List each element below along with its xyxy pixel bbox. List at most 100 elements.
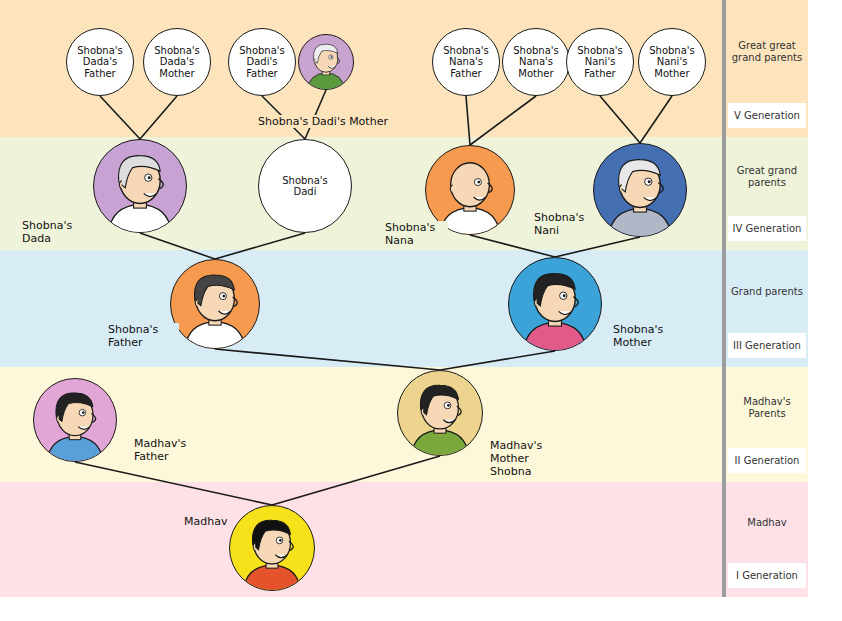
ear	[253, 543, 255, 551]
name-circle: Shobna's Dadi	[258, 139, 352, 233]
portrait-drawing	[398, 371, 482, 455]
family-line	[305, 90, 326, 139]
family-line	[140, 233, 215, 259]
generation-heading: Madhav's Parents	[728, 396, 806, 420]
person-name: Shobna's Dada's Mother	[148, 45, 206, 80]
connector-group	[75, 90, 672, 505]
eye	[145, 174, 152, 181]
pupil	[477, 181, 480, 184]
person-label: Shobna's Dada	[22, 219, 72, 245]
person-name: Shobna's Dadi's Father	[233, 45, 291, 80]
portrait-drawing	[171, 260, 259, 348]
nose	[488, 183, 493, 193]
hair	[619, 160, 661, 192]
pupil	[447, 404, 450, 407]
hair	[252, 520, 290, 549]
family-line	[555, 237, 640, 257]
name-circle: Shobna's Nani's Father	[566, 28, 634, 96]
portrait-circle: Shobna's Nani	[593, 143, 687, 237]
portrait-circle: Shobna's Mother	[508, 257, 602, 351]
family-line	[470, 96, 536, 145]
person-name: Shobna's Nana's Mother	[507, 45, 565, 80]
portrait-drawing	[94, 140, 186, 232]
eye	[560, 292, 567, 299]
generation-heading: Madhav	[747, 517, 787, 529]
person-label-patch: Madhav's Mother Shobna	[489, 439, 543, 479]
person-name: Shobna's Nani's Mother	[643, 45, 701, 80]
person-label-patch: Shobna's Dada	[21, 219, 85, 245]
nose	[158, 179, 163, 189]
person-label-patch: Shobna's Nani	[533, 211, 597, 237]
ear	[314, 59, 315, 64]
mouth	[644, 197, 657, 200]
family-line	[470, 235, 555, 257]
portrait-circle: Shobna's Dadi's Mother	[298, 34, 354, 90]
generation-tag: II Generation	[728, 448, 806, 473]
generation-heading: Great great grand parents	[728, 40, 806, 64]
generation-label: IV Generation	[733, 223, 802, 235]
mouth	[328, 66, 336, 68]
family-line	[440, 351, 555, 370]
generation-tag: IV Generation	[728, 216, 806, 241]
name-circle: Shobna's Nana's Mother	[502, 28, 570, 96]
generation-label: I Generation	[736, 570, 798, 582]
eye	[645, 178, 652, 185]
generation-tag: V Generation	[728, 103, 806, 128]
person-label-patch: Shobna's Father	[107, 323, 179, 349]
ear	[619, 184, 621, 193]
portrait-circle: Shobna's Nana	[425, 145, 515, 235]
portrait-circle: Madhav's Father	[33, 378, 117, 462]
generation-band: Grand parentsIII Generation Shobna's Fath…	[0, 250, 808, 367]
generation-label: II Generation	[735, 455, 800, 467]
eye	[219, 293, 226, 300]
ear	[119, 180, 121, 189]
hair	[534, 274, 576, 306]
generation-heading: Grand parents	[731, 286, 803, 298]
ear	[57, 415, 59, 423]
person-label: Madhav's Father	[134, 437, 186, 463]
pupil	[563, 294, 566, 297]
mouth	[78, 427, 89, 430]
person-label-patch: Shobna's Nana	[384, 221, 448, 247]
person-name: Shobna's Dada's Father	[71, 45, 129, 80]
nose	[91, 413, 95, 422]
family-line	[100, 96, 140, 139]
person-label-patch: Madhav's Father	[133, 437, 187, 463]
person-label: Shobna's Nani	[534, 211, 584, 237]
generation-tag: I Generation	[728, 563, 806, 588]
hair	[420, 385, 458, 414]
generation-heading-area: Madhav's Parents	[728, 367, 806, 448]
generation-heading: Great grand parents	[728, 165, 806, 189]
pupil	[222, 295, 225, 298]
column-divider	[722, 0, 726, 597]
person-label: Shobna's Father	[108, 323, 158, 349]
person-label-patch: Shobna's Mother	[612, 323, 664, 349]
person-label: Madhav's Mother Shobna	[490, 439, 542, 478]
person-label: Madhav	[184, 515, 227, 528]
generation-heading-area: Madhav	[728, 482, 806, 563]
eye	[474, 179, 481, 186]
person-label: Shobna's Dadi's Mother	[258, 115, 388, 128]
mouth	[443, 420, 455, 423]
portrait-circle: Shobna's Father	[170, 259, 260, 349]
family-line	[466, 96, 470, 145]
hair	[119, 156, 161, 188]
portrait-circle: Madhav	[229, 505, 315, 591]
pupil	[648, 180, 651, 183]
head	[451, 163, 490, 207]
nose	[457, 406, 461, 415]
eye	[276, 537, 283, 544]
ear	[421, 408, 423, 416]
family-line	[140, 96, 177, 139]
hair	[56, 393, 93, 422]
person-label-patch: Shobna's Dadi's Mother	[257, 115, 389, 128]
portrait-drawing	[34, 379, 116, 461]
portrait-drawing	[230, 506, 314, 590]
hair	[313, 44, 337, 63]
family-line	[215, 233, 305, 259]
generation-band: Madhav's Parents II Generation Madhav's Fa…	[0, 367, 808, 482]
nose	[233, 297, 238, 307]
generation-label: III Generation	[733, 340, 801, 352]
